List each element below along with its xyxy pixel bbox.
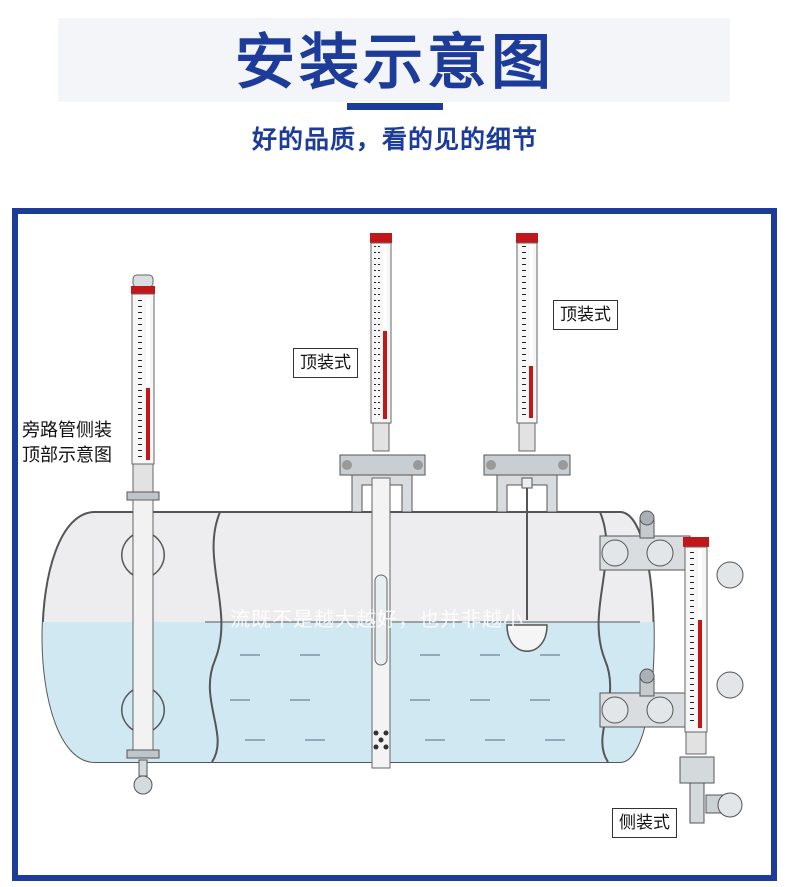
bypass-label: 旁路管侧装 顶部示意图 [22, 418, 112, 468]
top-mount-gauge-center [339, 233, 426, 769]
page-subtitle: 好的品质，看的见的细节 [251, 125, 538, 154]
bypass-label-line-1: 旁路管侧装 [22, 420, 112, 441]
page-title: 安装示意图 [235, 28, 555, 98]
side-mount-gauge [599, 510, 744, 824]
top-mount-gauge-right [483, 233, 571, 652]
header-band [58, 18, 730, 102]
top-mount-label-right: 顶装式 [553, 300, 618, 330]
bypass-label-line-2: 顶部示意图 [22, 445, 112, 466]
bypass-gauge [121, 274, 165, 795]
side-mount-label: 侧装式 [612, 808, 677, 838]
top-mount-label-center: 顶装式 [293, 348, 358, 378]
tank [41, 511, 655, 763]
watermark-text: 流既不是越大越好，也并非越小 [230, 607, 524, 631]
title-underline [347, 103, 443, 110]
